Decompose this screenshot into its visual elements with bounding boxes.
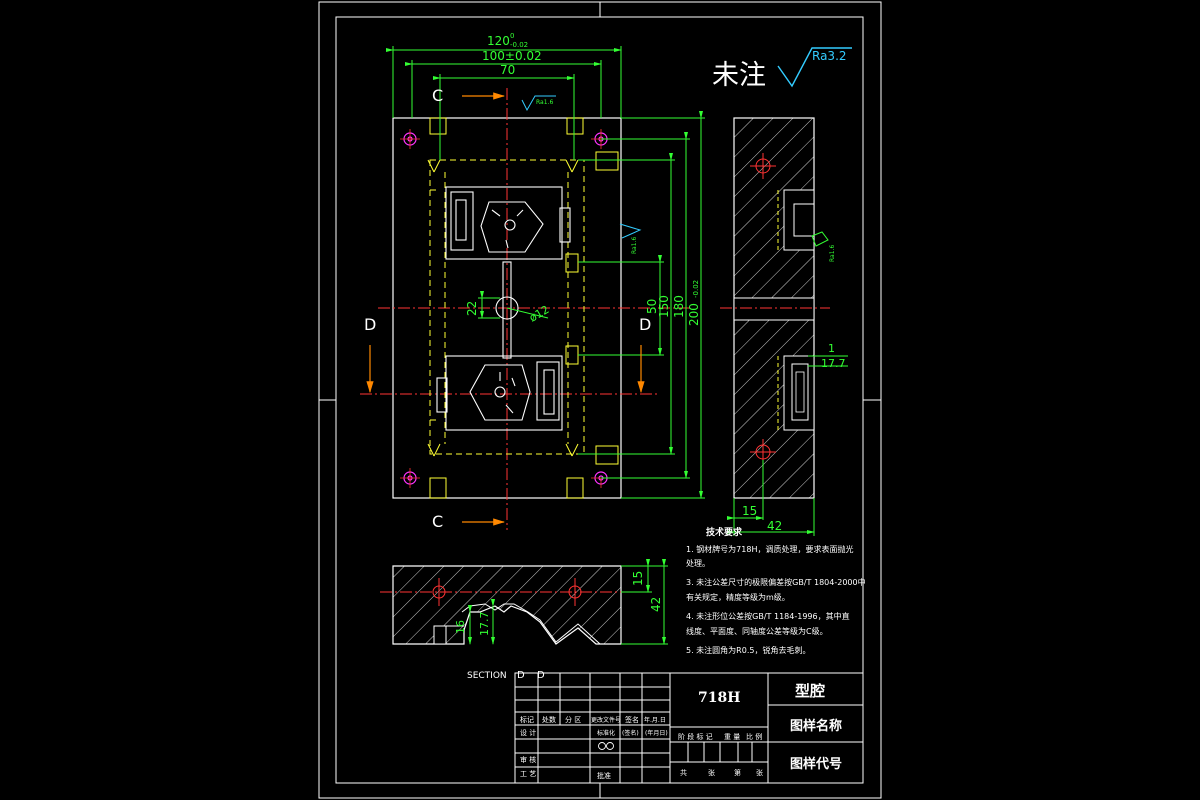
- tb-sign-label: (签名): [622, 729, 639, 737]
- roughness-small-2: Ra1.6: [631, 237, 638, 254]
- dim-70: 70: [500, 63, 515, 77]
- dim-120-tol-upper: 0: [510, 32, 514, 40]
- tb-sheet-label: 张: [756, 768, 763, 777]
- tech-req-line: 有关规定，精度等级为m级。: [686, 592, 790, 602]
- tech-req-line: 线度、平面度、同轴度公差等级为C级。: [686, 626, 828, 636]
- bottom-section-view: 15 42 16 17.7 SECTION D D: [380, 559, 668, 681]
- section-label-c-bottom: C: [432, 512, 443, 531]
- tb-date-label: (年月日): [645, 729, 668, 737]
- section-label-d-left: D: [364, 315, 376, 334]
- tb-row-label: 审 核: [520, 755, 536, 764]
- section-title: SECTION: [467, 671, 507, 681]
- tb-sheet-label: 第: [734, 768, 741, 777]
- section-label-d-right: D: [639, 315, 651, 334]
- dim-100: 100±0.02: [482, 49, 542, 63]
- section-dim-42: 42: [649, 597, 663, 612]
- section-dim-17-7: 17.7: [478, 612, 491, 637]
- section-dim-15: 15: [631, 571, 645, 586]
- side-dim-42: 42: [767, 519, 782, 533]
- tb-header-cell: 标记: [520, 715, 534, 724]
- tb-row-label: 工 艺: [520, 770, 536, 778]
- roughness-value: Ra3.2: [812, 49, 847, 63]
- tb-header-cell: 签名: [625, 715, 639, 724]
- dim-150: 150: [657, 295, 671, 318]
- dim-120: 120: [487, 34, 510, 48]
- tb-header-cell: 分 区: [565, 715, 581, 724]
- tech-req-line: 3. 未注公差尺寸的极限偏差按GB/T 1804-2000中: [686, 577, 866, 587]
- lower-cavity: [436, 355, 563, 431]
- tb-stage-label: 阶 段 标 记: [678, 732, 713, 741]
- tb-header-cell: 更改文件号: [591, 716, 621, 724]
- tb-drawing-code: 图样代号: [790, 756, 842, 772]
- section-title-d1: D: [517, 670, 525, 681]
- tb-stage-label: 重 量: [724, 733, 740, 741]
- note-text: 未注: [712, 60, 766, 91]
- tb-part-name: 型腔: [795, 682, 825, 700]
- section-dim-16: 16: [454, 620, 467, 634]
- side-section-view: 1 17.7 15 42 Ra1.6: [720, 117, 848, 536]
- tb-approve-label: 批准: [597, 771, 611, 780]
- upper-cavity: [445, 186, 571, 260]
- tb-drawing-name: 图样名称: [790, 718, 842, 734]
- tech-req-line: 5. 未注圆角为R0.5，锐角去毛刺。: [686, 645, 810, 655]
- dim-dia12: ø12: [527, 303, 551, 325]
- tb-row-label: 设 计: [520, 728, 536, 737]
- side-dim-15: 15: [742, 504, 757, 518]
- tb-stage-label: 比 例: [746, 732, 762, 741]
- tech-req-line: 4. 未注形位公差按GB/T 1184-1996，其中直: [686, 611, 850, 621]
- tb-material: 718H: [698, 690, 740, 706]
- dim-200-tol: -0.02: [692, 280, 700, 298]
- section-title-d2: D: [537, 670, 545, 681]
- tech-req-title: 技术要求: [706, 526, 743, 538]
- dim-200: 200: [687, 303, 701, 326]
- tb-sheet-label: 共: [680, 768, 687, 777]
- tech-req-line: 1. 钢材牌号为718H，调质处理，要求表面抛光: [686, 544, 853, 554]
- tech-requirements: 技术要求 1. 钢材牌号为718H，调质处理，要求表面抛光 处理。 3. 未注公…: [686, 526, 866, 655]
- dim-22: 22: [465, 301, 479, 316]
- general-roughness-note: 未注 Ra3.2: [712, 47, 852, 91]
- side-dim-17-7: 17.7: [821, 357, 846, 370]
- tech-req-line: 处理。: [686, 558, 710, 568]
- side-roughness: Ra1.6: [829, 245, 836, 262]
- dim-50: 50: [645, 299, 659, 314]
- tb-std-label: 标准化: [597, 729, 615, 737]
- tb-header-cell: 处数: [542, 715, 556, 724]
- side-dim-1: 1: [828, 342, 835, 355]
- section-label-c-top: C: [432, 86, 443, 105]
- tb-header-cell: 年.月.日: [644, 716, 666, 724]
- dim-180: 180: [672, 295, 686, 318]
- tb-sheet-label: 张: [708, 768, 715, 777]
- title-block: 标记 处数 分 区 更改文件号 签名 年.月.日 设 计 审 核 工 艺 标准化…: [514, 672, 864, 784]
- plan-view: 120 0 -0.02 100±0.02 70 50 150 180 200: [360, 32, 705, 531]
- dim-120-tol-lower: -0.02: [510, 41, 528, 49]
- roughness-small-1: Ra1.6: [536, 99, 553, 106]
